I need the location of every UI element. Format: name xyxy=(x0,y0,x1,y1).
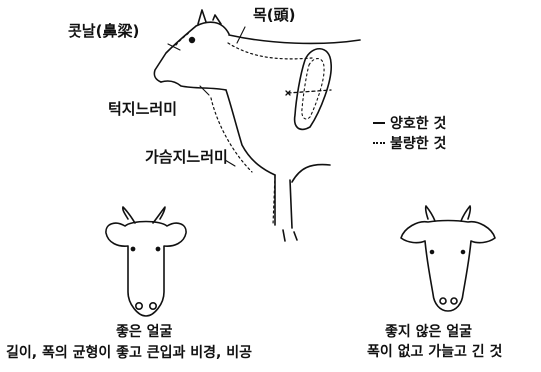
poor-face-outline xyxy=(401,221,495,312)
poor-outline-overlay xyxy=(176,32,312,225)
poor-face-right-eye xyxy=(462,251,465,254)
good-face-left-nostril xyxy=(136,303,142,309)
cow-shoulder-blade-inner xyxy=(302,59,324,119)
poor-face-left-eye xyxy=(431,251,434,254)
good-face-right-eye xyxy=(156,247,159,250)
good-face-outline xyxy=(106,222,186,317)
label-neck: 목(頭) xyxy=(253,8,296,23)
shoulder-angle-marker xyxy=(288,90,331,93)
cow-eye xyxy=(190,38,195,43)
label-chin-dewlap: 턱지느러미 xyxy=(108,102,177,117)
good-face-horns xyxy=(123,207,165,223)
cow-foreleg xyxy=(275,175,297,241)
cow-throat-line xyxy=(226,90,275,175)
solid-line-swatch xyxy=(373,122,385,124)
legend-poor-label: 불량한 것 xyxy=(390,133,446,153)
good-face-title: 좋은 얼굴 xyxy=(116,325,172,339)
cow-belly xyxy=(292,165,330,182)
poor-face-horns xyxy=(426,206,471,221)
good-face-left-eye xyxy=(131,247,134,250)
legend-row-good: 양호한 것 xyxy=(373,113,446,133)
poor-face-description: 폭이 없고 가늘고 긴 것 xyxy=(367,345,502,359)
good-face-description: 길이, 폭의 균형이 좋고 큰입과 비경, 비공 xyxy=(6,346,252,360)
legend-good-label: 양호한 것 xyxy=(390,113,446,133)
cow-back-line xyxy=(229,35,360,43)
poor-nose-line xyxy=(176,32,190,45)
cow-side-view xyxy=(154,10,360,241)
dotted-line-swatch xyxy=(373,142,385,144)
cow-face-outline xyxy=(154,22,229,82)
label-brisket-dewlap: 가슴지느러미 xyxy=(145,150,228,165)
poor-face-title: 좋지 않은 얼굴 xyxy=(385,325,472,339)
poor-neck-line xyxy=(228,43,312,59)
legend-row-poor: 불량한 것 xyxy=(373,133,446,153)
poor-face-left-nostril xyxy=(440,298,446,304)
legend: 양호한 것 불량한 것 xyxy=(373,113,446,153)
poor-face-drawing xyxy=(401,206,495,311)
leader-neck xyxy=(237,27,245,43)
cow-mouth xyxy=(161,81,226,90)
poor-face-right-nostril xyxy=(451,298,457,304)
label-nose-bridge: 콧날(鼻梁) xyxy=(68,24,139,39)
good-face-drawing xyxy=(106,207,186,316)
good-face-right-nostril xyxy=(150,303,156,309)
